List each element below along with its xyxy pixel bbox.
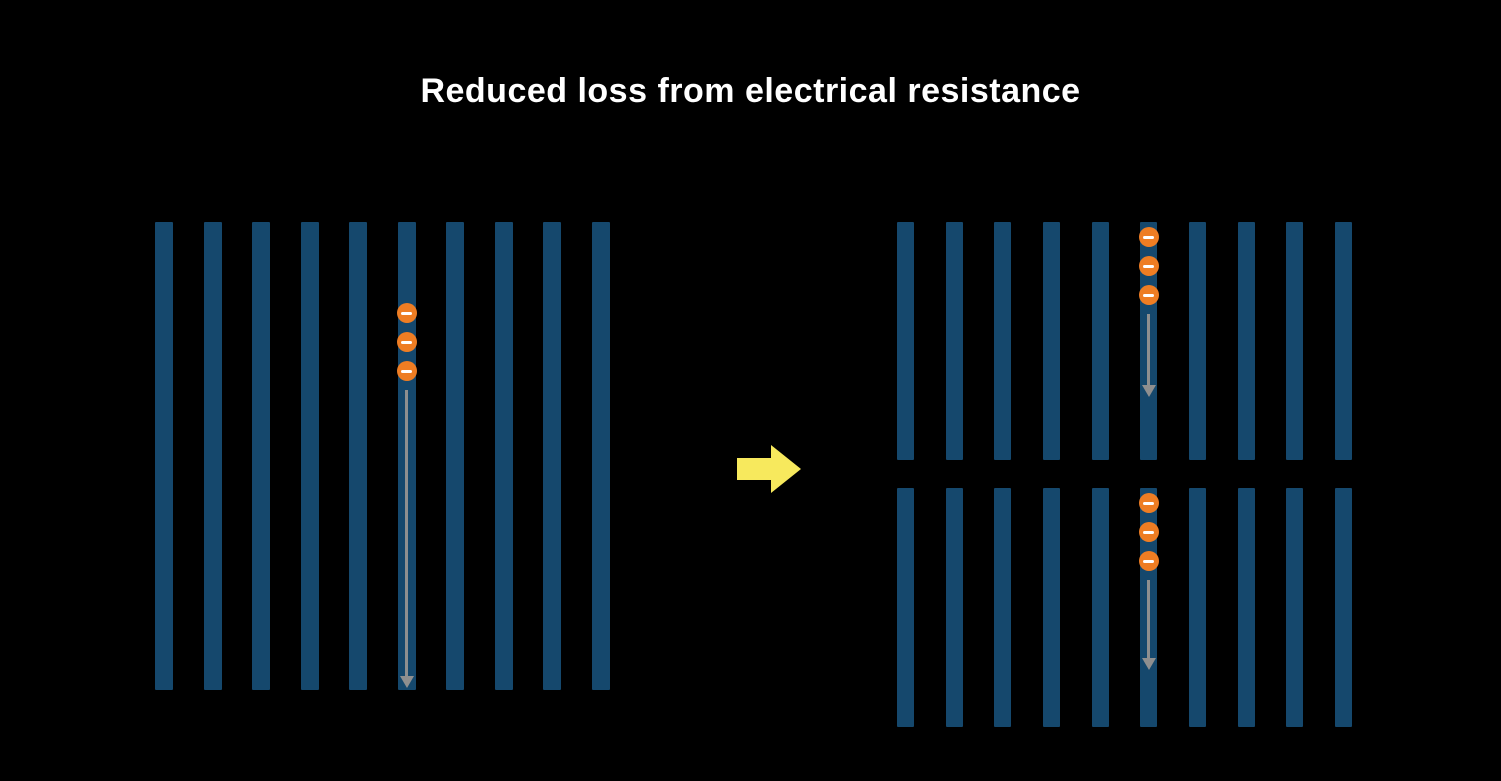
electron (1138, 227, 1159, 247)
half-cell-top (897, 222, 1352, 460)
grid-finger-bar (1334, 222, 1352, 460)
minus-icon (1143, 293, 1155, 297)
electron-flow (396, 303, 417, 688)
grid-finger-bar (994, 488, 1012, 727)
grid-finger-bar (252, 222, 271, 690)
grid-finger-bar (446, 222, 465, 690)
grid-finger-bar (945, 222, 963, 460)
arrow-shaft (1147, 314, 1151, 385)
full-cell-diagram (155, 222, 610, 690)
electron (396, 361, 417, 381)
grid-finger-bar (1286, 222, 1304, 460)
grid-finger-bar (1188, 222, 1206, 460)
electron (1138, 256, 1159, 276)
grid-finger-bar (1334, 488, 1352, 727)
grid-finger-bar (1091, 488, 1109, 727)
grid-finger-bar (994, 222, 1012, 460)
half-cell-bottom (897, 488, 1352, 727)
minus-icon (1143, 264, 1155, 268)
down-arrow-icon (399, 390, 414, 688)
diagram-title: Reduced loss from electrical resistance (420, 72, 1081, 110)
grid-finger-bar (1188, 488, 1206, 727)
down-arrow-icon (1141, 580, 1156, 670)
arrow-shaft (1147, 580, 1151, 658)
electron-stack (1138, 493, 1159, 571)
down-arrow-icon (1141, 314, 1156, 397)
minus-icon (1143, 530, 1155, 534)
electron-stack (396, 303, 417, 381)
electron (396, 303, 417, 323)
grid-finger-bar (1091, 222, 1109, 460)
arrow-head (399, 676, 414, 688)
grid-finger-bar (543, 222, 562, 690)
grid-finger-bar (203, 222, 222, 690)
half-cell-diagrams (897, 222, 1352, 727)
electron-stack (1138, 227, 1159, 305)
grid-finger-bar (1042, 488, 1060, 727)
arrow-head (1141, 385, 1156, 397)
grid-finger-bar (1286, 488, 1304, 727)
grid-finger-bar (1237, 488, 1255, 727)
arrow-shaft (405, 390, 409, 676)
electron (1138, 551, 1159, 571)
grid-finger-bar (1237, 222, 1255, 460)
grid-finger-bar (155, 222, 173, 690)
electron-flow (1138, 493, 1159, 670)
grid-finger-bar (300, 222, 319, 690)
electron (1138, 493, 1159, 513)
electron (396, 332, 417, 352)
minus-icon (401, 369, 413, 373)
grid-finger-bar (591, 222, 610, 690)
grid-finger-bar (897, 222, 914, 460)
minus-icon (401, 311, 413, 315)
minus-icon (401, 340, 413, 344)
grid-finger-bar (349, 222, 368, 690)
electron-flow (1138, 227, 1159, 397)
minus-icon (1143, 501, 1155, 505)
grid-finger-bar (945, 488, 963, 727)
right-arrow-icon (737, 445, 801, 493)
minus-icon (1143, 235, 1155, 239)
grid-finger-bar (1042, 222, 1060, 460)
minus-icon (1143, 559, 1155, 563)
electron (1138, 522, 1159, 542)
electron (1138, 285, 1159, 305)
grid-finger-bar (494, 222, 513, 690)
arrow-head (1141, 658, 1156, 670)
grid-finger-bar (897, 488, 914, 727)
